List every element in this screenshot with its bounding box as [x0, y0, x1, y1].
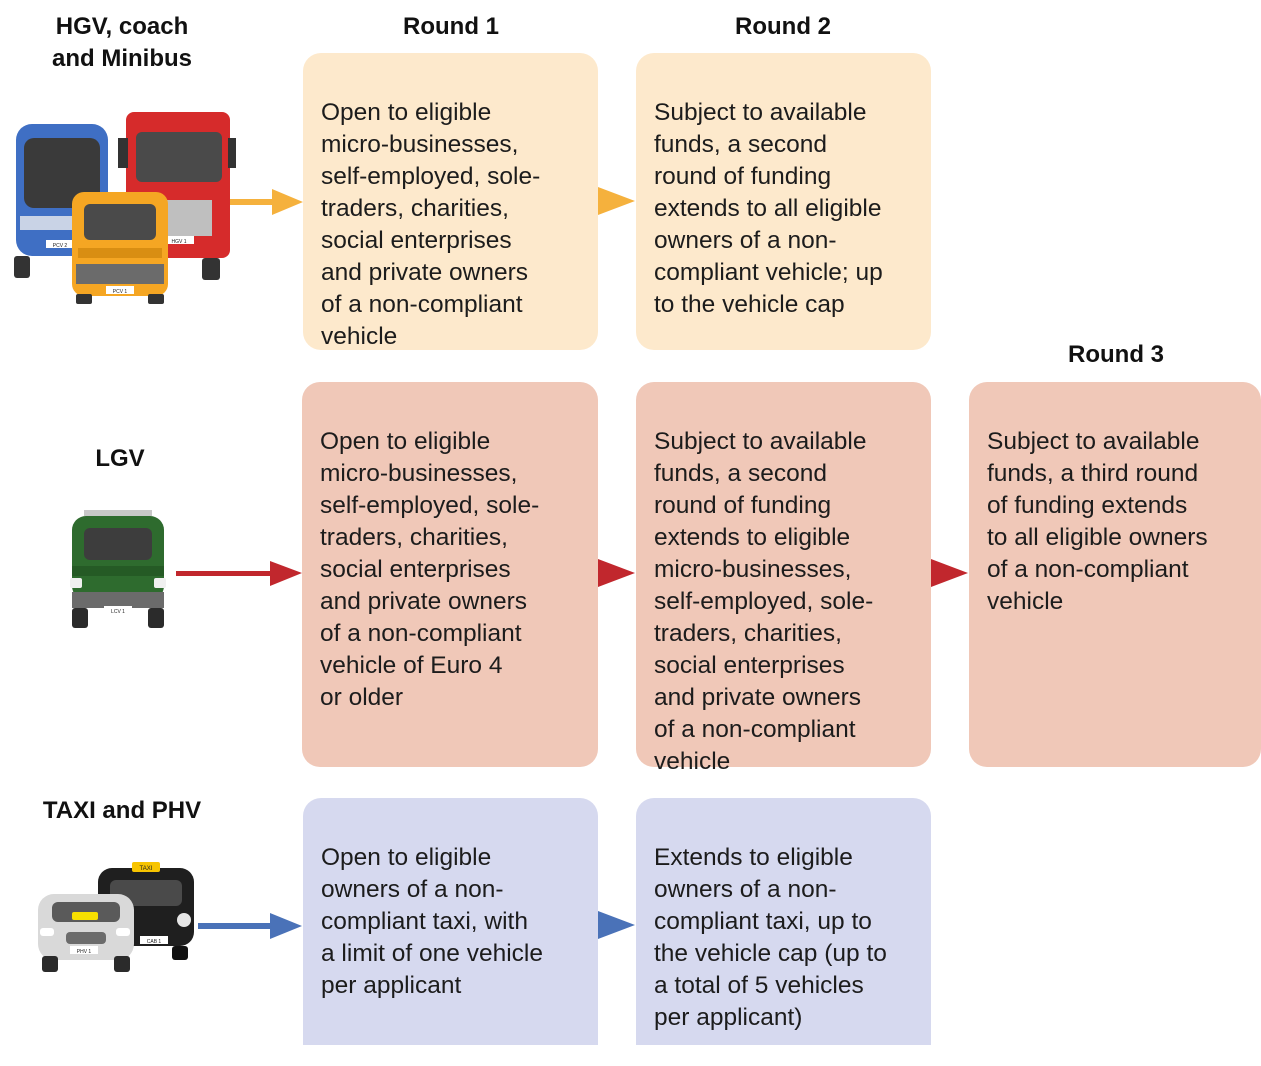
- hgv-round-2-text: Subject to available funds, a second rou…: [654, 99, 883, 318]
- bus-truck-van-icon: PCV 2 HGV 1 PCV 1: [6, 108, 238, 308]
- row-title-taxi: TAXI and PHV: [42, 797, 202, 824]
- lgv-plate: LCV 1: [111, 609, 125, 615]
- cab-plate: CAB 1: [147, 939, 162, 945]
- minibus-icon: PCV 1: [72, 192, 168, 304]
- hgv-connector-triangle: [598, 187, 635, 215]
- lgv-connector-triangle-2: [931, 559, 968, 587]
- lgv-round-1-box: Open to eligible micro-businesses, self-…: [302, 382, 598, 767]
- truck-plate: HGV 1: [171, 239, 186, 245]
- hgv-round-2-box: Subject to available funds, a second rou…: [636, 53, 931, 350]
- lgv-round-3-box: Subject to available funds, a third roun…: [969, 382, 1261, 767]
- hgv-arrow: [230, 189, 303, 215]
- hgv-round-1-box: Open to eligible micro-businesses, self-…: [303, 53, 598, 350]
- taxi-round-1-box: Open to eligible owners of a non- compli…: [303, 798, 598, 1045]
- phv-car-icon: PHV 1: [38, 894, 134, 972]
- heading-round-1: Round 1: [403, 13, 499, 40]
- taxi-sign: TAXI: [140, 866, 153, 872]
- minibus-plate: PCV 1: [113, 289, 128, 295]
- row-title-lgv: LGV: [95, 445, 145, 472]
- lgv-round-2-text: Subject to available funds, a second rou…: [654, 428, 874, 775]
- heading-round-2: Round 2: [735, 13, 831, 40]
- phv-plate: PHV 1: [77, 949, 92, 955]
- bus-plate: PCV 2: [53, 243, 68, 249]
- taxi-round-1-text: Open to eligible owners of a non- compli…: [321, 844, 543, 999]
- taxi-round-2-text: Extends to eligible owners of a non- com…: [654, 844, 887, 1031]
- lgv-connector-triangle-1: [598, 559, 635, 587]
- lgv-round-2-box: Subject to available funds, a second rou…: [636, 382, 931, 775]
- row-title-hgv: HGV, coach and Minibus: [52, 13, 192, 72]
- green-van-icon: LCV 1: [66, 506, 170, 630]
- lgv-round-1-text: Open to eligible micro-businesses, self-…: [320, 428, 540, 711]
- heading-round-3: Round 3: [1068, 341, 1164, 368]
- lgv-arrow: [176, 561, 302, 586]
- hgv-round-1-text: Open to eligible micro-businesses, self-…: [321, 99, 541, 350]
- taxi-round-2-box: Extends to eligible owners of a non- com…: [636, 798, 931, 1045]
- taxi-connector-triangle: [598, 911, 635, 939]
- taxi-arrow: [198, 913, 302, 939]
- taxi-phv-icon: TAXI CAB 1 PHV 1: [36, 862, 196, 974]
- lgv-round-3-text: Subject to available funds, a third roun…: [987, 428, 1208, 615]
